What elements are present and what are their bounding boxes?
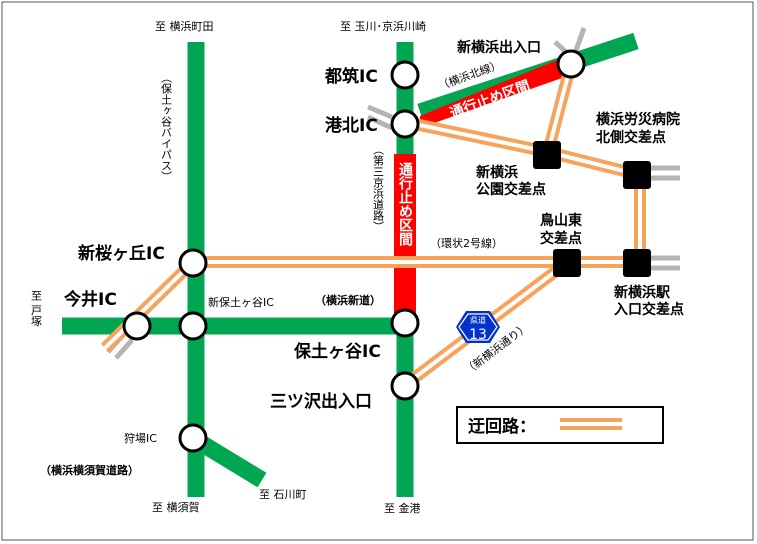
dest-top-left: 至 横浜町田 (155, 19, 214, 33)
kanjo2-label: （環状2号線） (430, 236, 503, 250)
station-label-1: 新横浜駅 (614, 284, 671, 301)
route-shield-number: 13 (469, 327, 487, 343)
dest-bottom-left: 至 横須賀 (152, 500, 200, 514)
dest-top-center: 至 玉川･京浜川崎 (340, 19, 426, 33)
koen-label-1: 新横浜 (476, 164, 518, 181)
imai-ic-marker (122, 311, 152, 341)
kariba-ic-label: 狩場IC (124, 431, 157, 445)
shin-hodogaya-ic-marker (178, 311, 208, 341)
mitsuzawa-marker (390, 371, 420, 401)
interchange-markers (122, 49, 586, 453)
shin-hodogaya-ic-label: 新保土ヶ谷IC (208, 295, 274, 309)
route-shield-top: 県道 (470, 315, 486, 325)
rosai-label-1: 横浜労災病院 (596, 111, 680, 128)
mitsuzawa-label: 三ツ沢出入口 (270, 391, 372, 412)
station-label-2: 入口交差点 (614, 301, 684, 318)
shin-yokohama-exit-label: 新横浜出入口 (457, 39, 541, 56)
hodogaya-ic-marker (390, 308, 420, 338)
kariba-ic-marker (178, 423, 208, 453)
yokohama-yokosuka-label: （横浜横須賀道路） (40, 463, 139, 477)
rosai-junction-marker (623, 161, 651, 189)
hokusen-closure-band (420, 58, 562, 128)
torihama-label-1: 鳥山東 (540, 212, 582, 229)
hodogaya-ic-label: 保土ヶ谷IC (293, 341, 381, 362)
tsuzuki-ic-marker (390, 60, 420, 90)
dest-bottom-center: 至 金港 (384, 501, 421, 515)
dest-bottom-mid: 至 石川町 (259, 488, 307, 501)
shin-yokohama-exit-marker (556, 49, 586, 79)
junction-markers (533, 141, 651, 277)
legend-label: 迂回路： (468, 416, 536, 437)
imai-ic-label: 今井IC (64, 289, 117, 310)
kohoku-ic-marker (390, 109, 420, 139)
tsuzuki-ic-label: 都筑IC (324, 66, 378, 87)
koen-junction-marker (533, 141, 561, 169)
route-13-shield: 県道 13 (456, 311, 500, 343)
main-closure-label: 通行止め区間 (397, 162, 414, 247)
dest-left: 至 戸塚 (30, 290, 43, 327)
kohoku-ic-label: 港北IC (325, 115, 378, 136)
hodogaya-bypass-label: （保土ヶ谷バイパス） (160, 72, 173, 182)
main-closure-band (394, 154, 416, 320)
legend: 迂回路： (456, 406, 664, 444)
daisan-keihin-label: （第三京浜道路） (372, 144, 385, 232)
shin-sakuragaoka-ic-label: 新桜ヶ丘IC (78, 243, 165, 264)
station-junction-marker (623, 249, 651, 277)
torihama-label-2: 交差点 (540, 230, 582, 247)
koen-label-2: 公園交差点 (476, 181, 546, 198)
rosai-label-2: 北側交差点 (596, 129, 666, 146)
torihama-junction-marker (553, 249, 581, 277)
shin-sakuragaoka-ic-marker (178, 248, 208, 278)
yokohama-shindo-label: （横浜新道） (315, 293, 381, 307)
kariba-branch-road (191, 432, 267, 488)
